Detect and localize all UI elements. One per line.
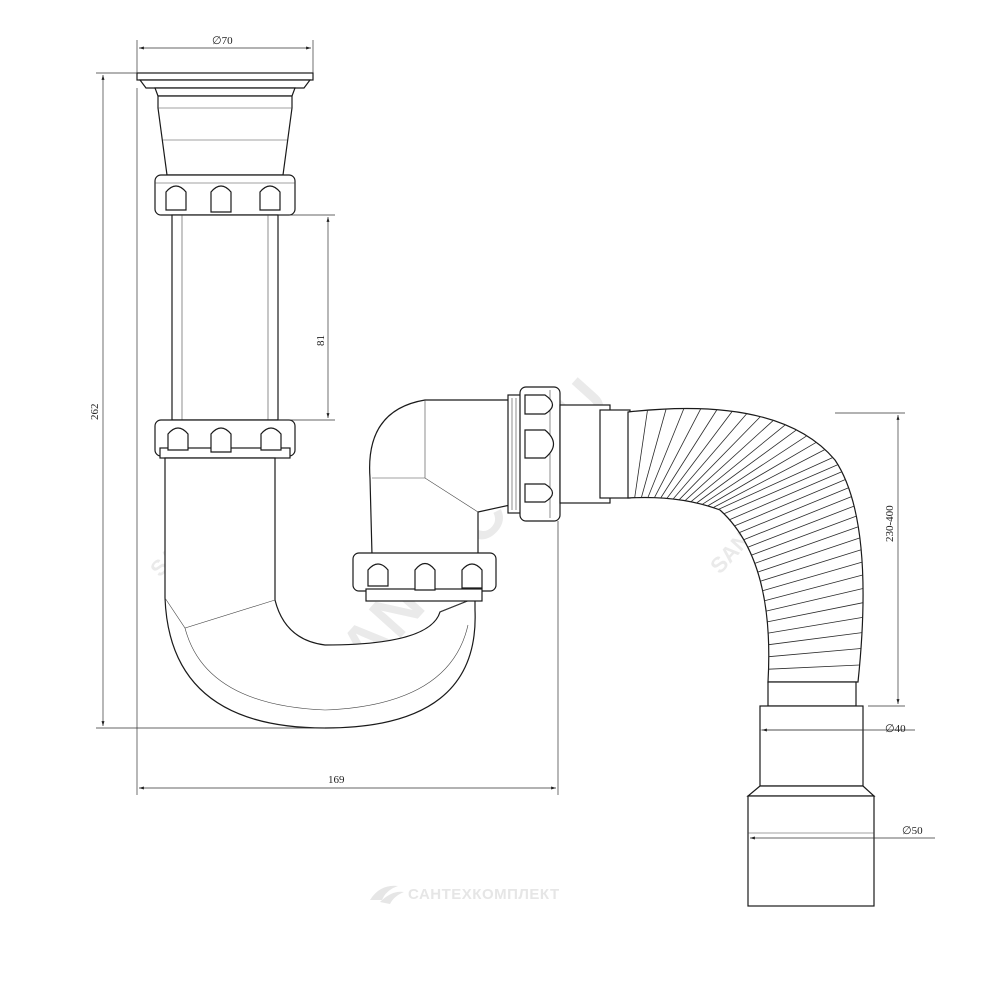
dimension-labels: ∅70 262 81 169 230-400 ∅40 ∅50: [89, 35, 923, 837]
hose-rib: [767, 602, 864, 623]
hose-rib: [768, 648, 862, 658]
hose-rib: [660, 409, 718, 499]
dimension-lines: [96, 40, 935, 840]
hose-rib: [712, 449, 826, 508]
hose-rib: [757, 537, 861, 573]
hose-rib: [696, 429, 797, 504]
hose-rib: [734, 479, 846, 527]
hose-rib: [729, 471, 842, 521]
footer-logo: САНТЕХКОМПЛЕКТ: [370, 885, 560, 904]
hose-rib: [768, 617, 863, 634]
hose-rib: [684, 420, 774, 501]
u-bend: [164, 457, 476, 729]
hose-rib: [707, 441, 817, 507]
hose-rib: [751, 515, 857, 556]
dim-outlet-diameter-large: ∅50: [902, 825, 923, 837]
middle-union-nut: [154, 419, 296, 459]
hose-rib: [647, 408, 685, 498]
hose-rib: [747, 505, 855, 548]
hose-rib: [768, 664, 860, 670]
hose-rib: [768, 632, 863, 646]
hose-rib: [634, 410, 648, 498]
hose-rib: [672, 413, 748, 500]
hose-rib: [666, 411, 733, 499]
swoosh-logo-icon: [370, 885, 404, 904]
hose-rib: [754, 526, 859, 564]
hose-rib: [743, 496, 852, 541]
hose-rib: [762, 561, 863, 592]
hose-rib: [723, 464, 839, 515]
lower-union-nut: [352, 552, 497, 602]
flex-hose: [627, 407, 864, 683]
upper-cone: [157, 95, 293, 176]
hose-rib: [690, 424, 786, 503]
dim-top-diameter: ∅70: [212, 35, 233, 47]
hose-rib: [766, 588, 864, 612]
hose-rib: [764, 574, 863, 602]
side-union-nut: [507, 386, 561, 522]
dim-outlet-diameter-small: ∅40: [885, 723, 906, 735]
hose-rib: [760, 549, 862, 582]
hose-rib: [718, 457, 833, 510]
dim-tube-length: 81: [315, 335, 327, 346]
hose-rib: [641, 408, 667, 498]
drain-grate: [136, 72, 314, 97]
hose-rib: [739, 487, 849, 533]
hose-corrugations: [634, 408, 864, 670]
outlet-adapter: [746, 681, 876, 907]
dim-flex-length: 230-400: [884, 505, 896, 542]
hose-rib: [654, 408, 702, 498]
vertical-tube: [171, 214, 279, 421]
elbow-fitting: [369, 399, 511, 556]
hose-rib: [678, 416, 761, 501]
footer-logo-text: САНТЕХКОМПЛЕКТ: [408, 886, 560, 903]
hose-rib: [701, 435, 808, 505]
connector-sleeve: [559, 404, 631, 504]
upper-union-nut: [154, 174, 296, 216]
dim-total-height: 262: [89, 404, 101, 421]
dim-total-width: 169: [328, 774, 345, 786]
